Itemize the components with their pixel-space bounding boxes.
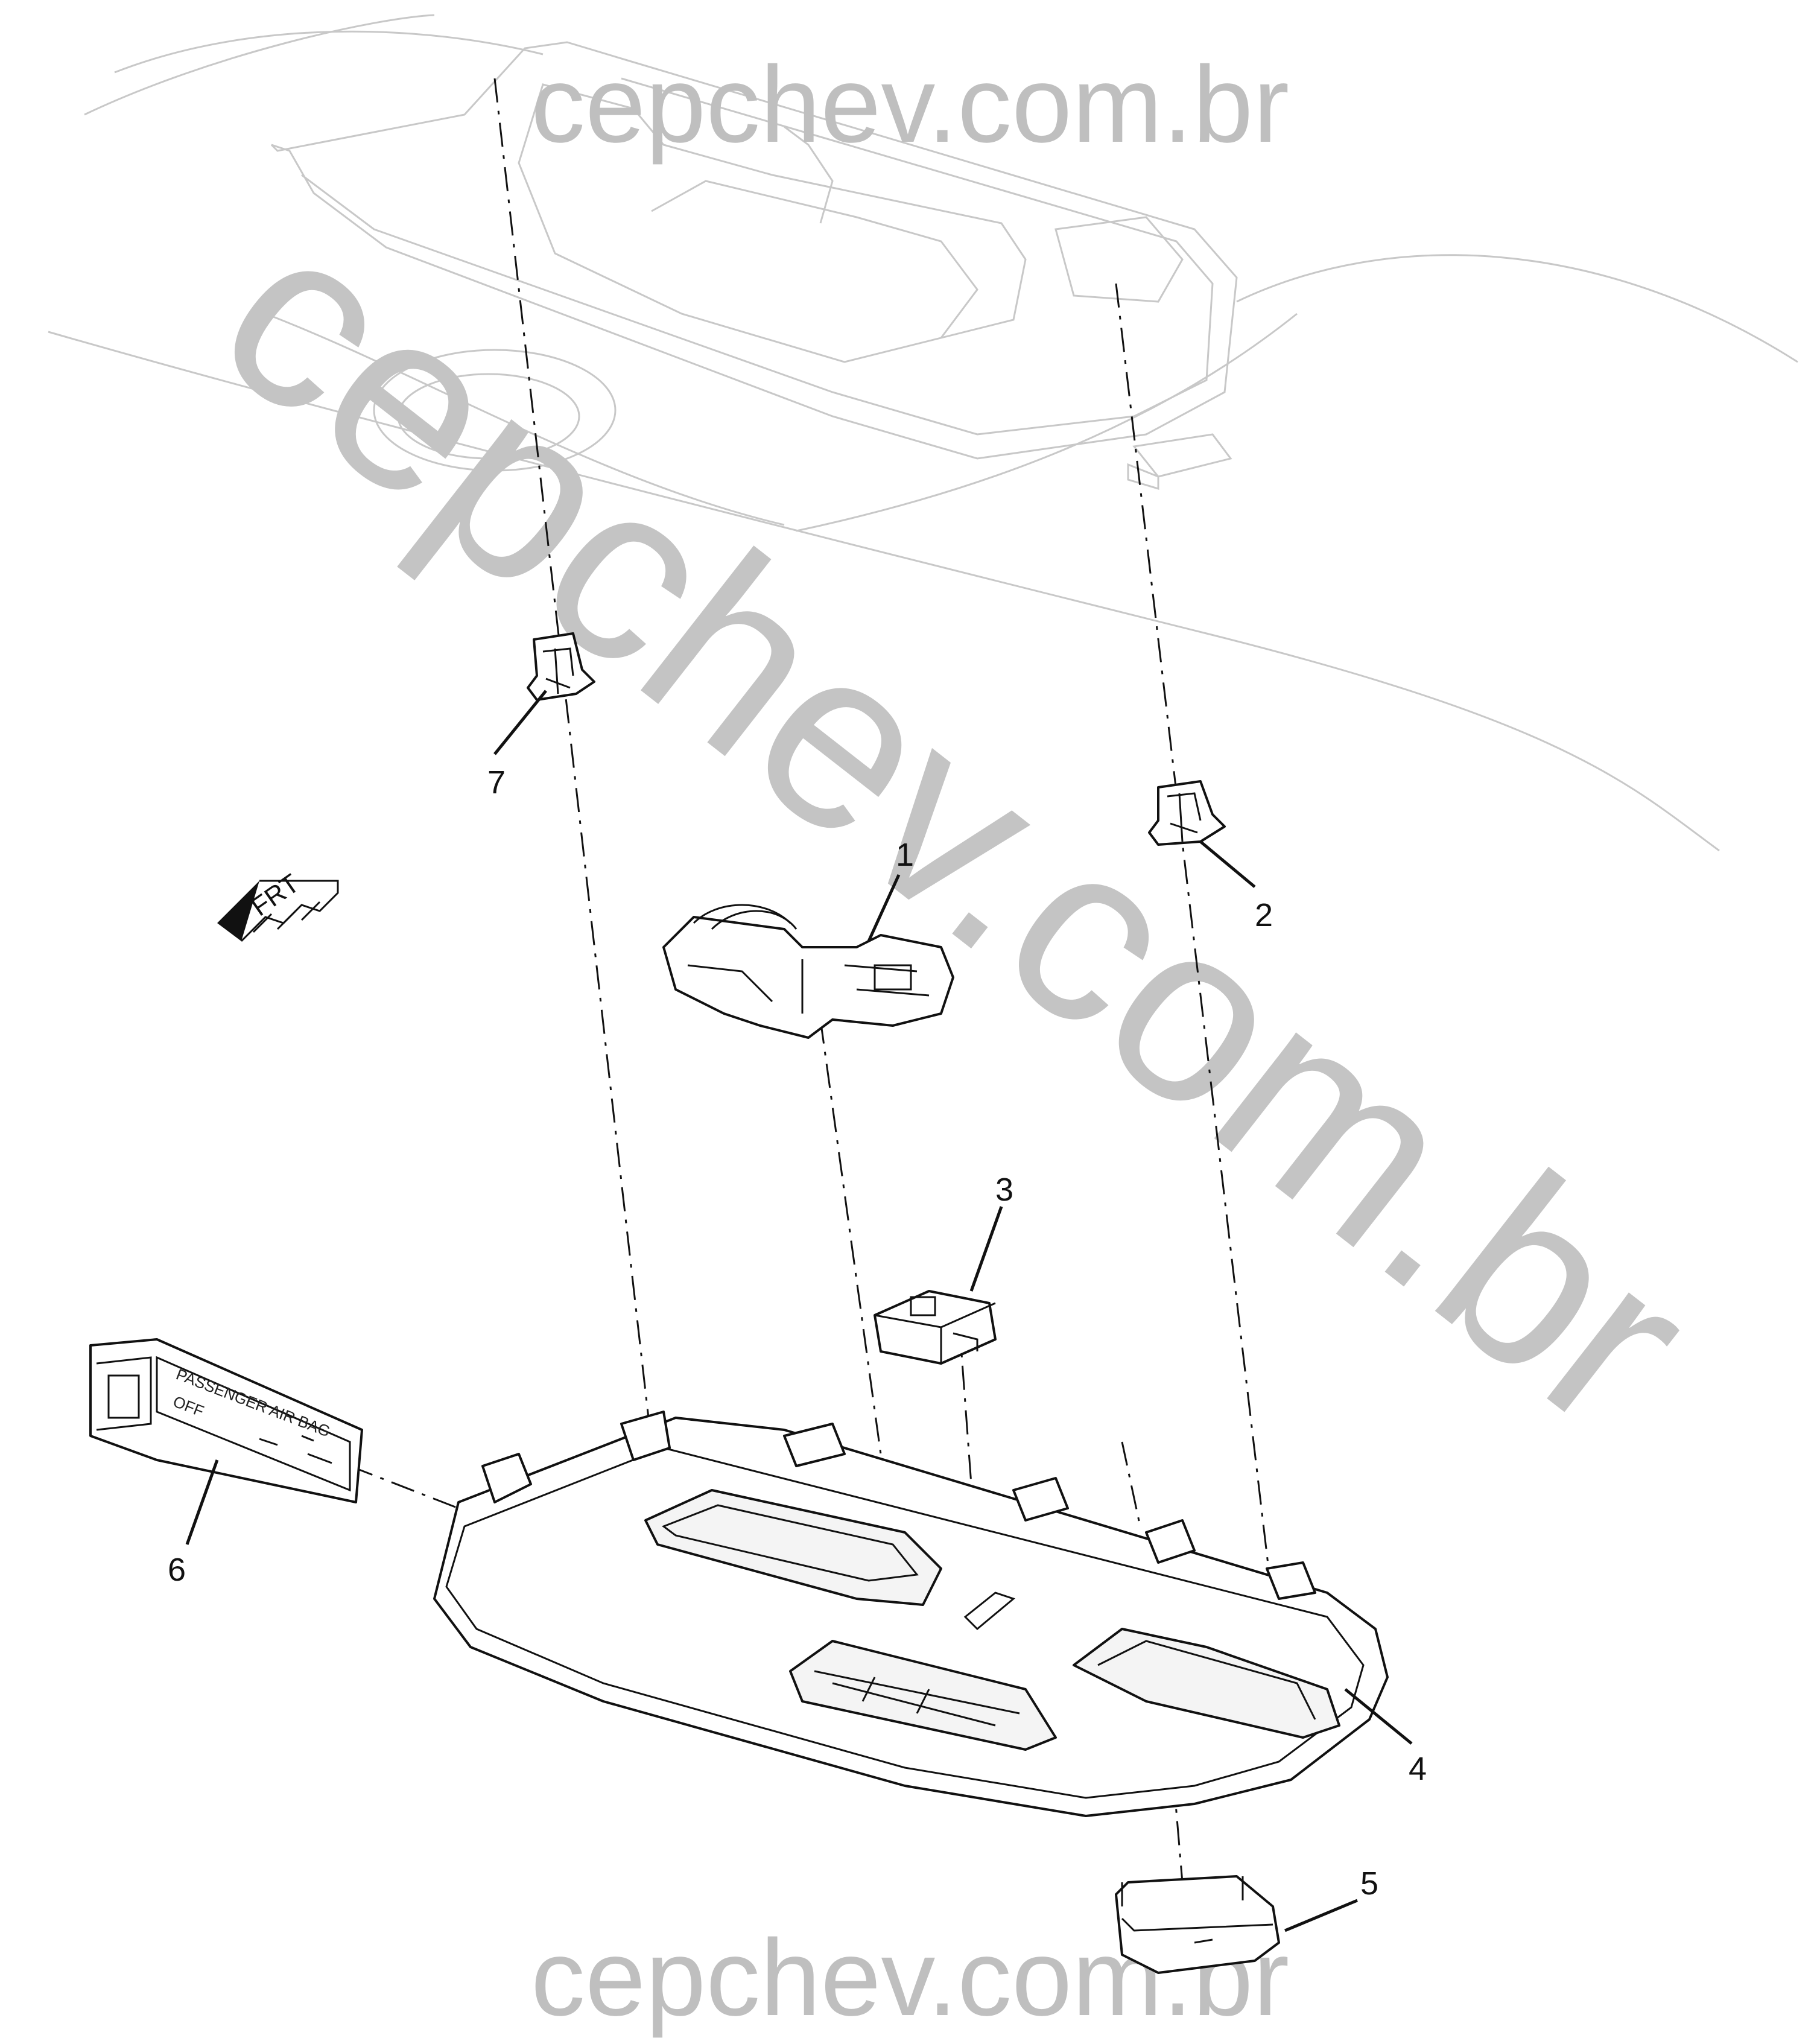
callout-1: 1 xyxy=(896,837,914,873)
frt-label: FRT xyxy=(246,868,305,922)
front-arrow-icon xyxy=(217,881,259,941)
callout-4: 4 xyxy=(1409,1751,1427,1787)
callout-6: 6 xyxy=(168,1552,186,1588)
callout-7: 7 xyxy=(487,764,506,801)
lamp-lens-part-5 xyxy=(1115,1875,1280,1974)
callout-leaders xyxy=(185,690,1413,1932)
callout-5: 5 xyxy=(1360,1865,1378,1902)
clip-part-7 xyxy=(527,632,595,701)
front-direction-indicator: FRT xyxy=(217,868,339,942)
module-part-3 xyxy=(874,1290,997,1365)
roof-headliner-outline xyxy=(48,14,1798,852)
callout-3: 3 xyxy=(995,1172,1013,1208)
overhead-console-part-4 xyxy=(433,1411,1389,1817)
watermark-top: cepchev.com.br xyxy=(531,44,1289,165)
clip-part-2 xyxy=(1148,780,1226,846)
callout-2: 2 xyxy=(1255,897,1273,933)
watermark-diagonal: cepchev.com.br xyxy=(171,170,1740,1483)
airbag-indicator-panel-part-6: PASSENGER AIR BAG OFF xyxy=(89,1338,363,1503)
lamp-bracket-part-1 xyxy=(662,904,954,1039)
